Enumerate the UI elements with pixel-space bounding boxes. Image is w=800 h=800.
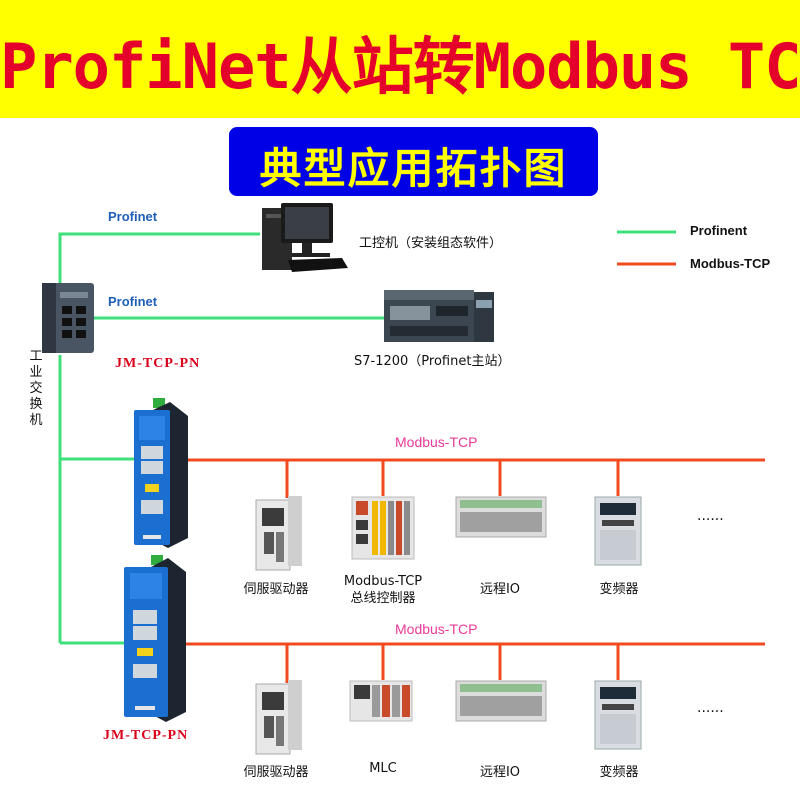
remote-io-icon-1 <box>455 496 547 538</box>
plc-label: S7-1200（Profinet主站） <box>354 354 511 369</box>
page-title: ProfiNet从站转Modbus TCP <box>0 30 800 103</box>
title-banner <box>0 0 800 118</box>
industrial-pc-icon <box>262 203 348 272</box>
profinet-lines <box>58 230 676 645</box>
legend-profinet-label: Profinent <box>690 223 748 238</box>
profinet-label-2: Profinet <box>108 294 158 309</box>
profinet-line-ipc <box>58 232 260 285</box>
row1-device-controller-label: Modbus-TCP 总线控制器 <box>343 574 423 606</box>
gateway-device-bottom-icon <box>124 555 186 722</box>
row1-ellipsis: ...... <box>697 508 724 524</box>
s7-1200-plc-icon <box>384 290 494 342</box>
row1-device-remote-io-label: 远程IO <box>479 582 521 597</box>
ipc-label: 工控机（安装组态软件） <box>359 236 503 251</box>
profinet-label-1: Profinet <box>108 209 158 224</box>
frequency-inverter-icon-2 <box>594 680 642 750</box>
row2-device-inverter-label: 变频器 <box>599 765 639 780</box>
legend-modbus-label: Modbus-TCP <box>690 256 771 271</box>
gateway-label-top: JM-TCP-PN <box>115 356 201 371</box>
gateway-label-bottom: JM-TCP-PN <box>103 728 189 743</box>
industrial-switch-icon <box>42 283 94 353</box>
modbus-bus-controller-icon <box>351 496 415 560</box>
gateway-device-top-icon <box>134 398 188 548</box>
subtitle: 典型应用拓扑图 <box>259 144 568 193</box>
row1-device-servo-label: 伺服驱动器 <box>243 582 309 597</box>
servo-drive-icon-1 <box>255 496 302 571</box>
modbus-bus-label-1: Modbus-TCP <box>395 434 478 450</box>
row2-ellipsis: ...... <box>697 700 724 716</box>
row2-device-remote-io-label: 远程IO <box>479 765 521 780</box>
remote-io-icon-2 <box>455 680 547 722</box>
frequency-inverter-icon-1 <box>594 496 642 566</box>
switch-label: 工业交换机 <box>29 349 43 428</box>
row2-device-servo-label: 伺服驱动器 <box>243 765 309 780</box>
row2-device-mlc-label: MLC <box>369 761 397 776</box>
modbus-bus-label-2: Modbus-TCP <box>395 621 478 637</box>
row1-device-inverter-label: 变频器 <box>599 582 639 597</box>
subtitle-box: 典型应用拓扑图 <box>229 127 598 196</box>
modbus-lines <box>170 262 765 683</box>
servo-drive-icon-2 <box>255 680 302 755</box>
mlc-controller-icon <box>349 680 413 722</box>
